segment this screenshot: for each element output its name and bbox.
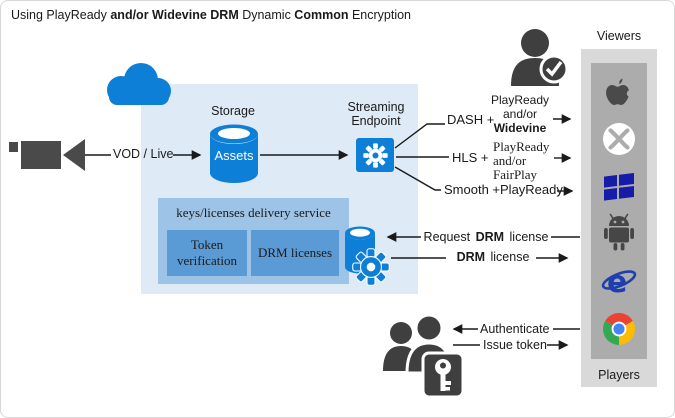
assets-label: Assets	[214, 148, 254, 163]
request-seg-bold: DRM	[475, 230, 505, 244]
xbox-icon	[603, 123, 635, 156]
request-seg: license	[504, 230, 549, 244]
hls-label: HLS +	[452, 150, 489, 165]
storage-label: Storage	[211, 104, 255, 118]
cloud-icon	[107, 63, 171, 105]
title-seg: Using PlayReady	[11, 8, 111, 22]
token-verification-label: Token verification	[177, 237, 237, 269]
token-label-line1: Token	[190, 237, 224, 252]
hls-drm-line3: FairPlay	[493, 167, 538, 182]
diagram-title: Using PlayReady and/or Widevine DRM Dyna…	[11, 8, 411, 22]
request-drm-license-label: Request DRM license	[419, 230, 553, 244]
deliver-seg-bold: DRM	[456, 250, 486, 264]
dash-drm-line2: and/or	[502, 107, 538, 121]
user-check-icon	[511, 29, 569, 86]
dash-drm-line3: Widevine	[493, 121, 547, 135]
dash-label: DASH +	[447, 112, 495, 127]
token-verification-box: Token verification	[167, 230, 247, 276]
gear-icon	[362, 142, 388, 168]
issue-token-label: Issue token	[483, 338, 547, 352]
assets-cylinder: Assets	[208, 123, 260, 185]
players-label: Players	[598, 368, 640, 382]
svg-text:e: e	[607, 265, 627, 300]
dash-drm-label: PlayReady and/or Widevine	[489, 93, 551, 135]
title-seg: Dynamic	[242, 8, 295, 22]
title-seg-bold: Common	[294, 8, 352, 22]
key-delivery-gear-icon	[352, 248, 390, 286]
authenticate-label: Authenticate	[480, 322, 550, 336]
cylinder-shape	[210, 124, 258, 183]
users-key-icon	[383, 313, 465, 399]
keys-service-title: keys/licenses delivery service	[176, 205, 331, 220]
vod-live-label: VOD / Live	[113, 147, 174, 161]
title-seg-bold: and/or Widevine DRM	[110, 8, 243, 22]
android-icon	[604, 213, 634, 251]
viewers-label: Viewers	[596, 29, 642, 43]
camera-icon	[9, 139, 85, 171]
endpoint-label-line1: Streaming	[347, 100, 405, 114]
title-seg: Encryption	[351, 8, 411, 22]
streaming-endpoint-label: Streaming Endpoint	[339, 100, 413, 128]
internet-explorer-icon: e	[601, 265, 637, 300]
streaming-endpoint-node	[356, 138, 394, 172]
smooth-label: Smooth +PlayReady	[444, 182, 563, 197]
endpoint-label-line2: Endpoint	[351, 114, 401, 128]
request-seg: Request	[423, 230, 476, 244]
players-bar: e Players	[581, 49, 657, 387]
hls-drm-line2: and/or	[493, 153, 527, 168]
hls-drm-label: PlayReady and/or FairPlay	[493, 140, 553, 182]
dash-drm-line1: PlayReady	[490, 93, 550, 107]
hls-drm-line1: PlayReady	[493, 139, 550, 154]
chrome-icon	[603, 313, 635, 346]
keys-licenses-service-box: keys/licenses delivery service Token ver…	[158, 198, 349, 284]
drm-license-label: DRM license	[447, 250, 539, 264]
token-label-line2: verification	[177, 253, 237, 268]
players-bar-devices: e	[591, 63, 647, 359]
windows-icon	[604, 172, 634, 201]
drm-licenses-box: DRM licenses	[251, 230, 339, 276]
apple-icon	[606, 78, 634, 105]
drm-licenses-label: DRM licenses	[257, 245, 333, 260]
deliver-seg: license	[485, 250, 530, 264]
